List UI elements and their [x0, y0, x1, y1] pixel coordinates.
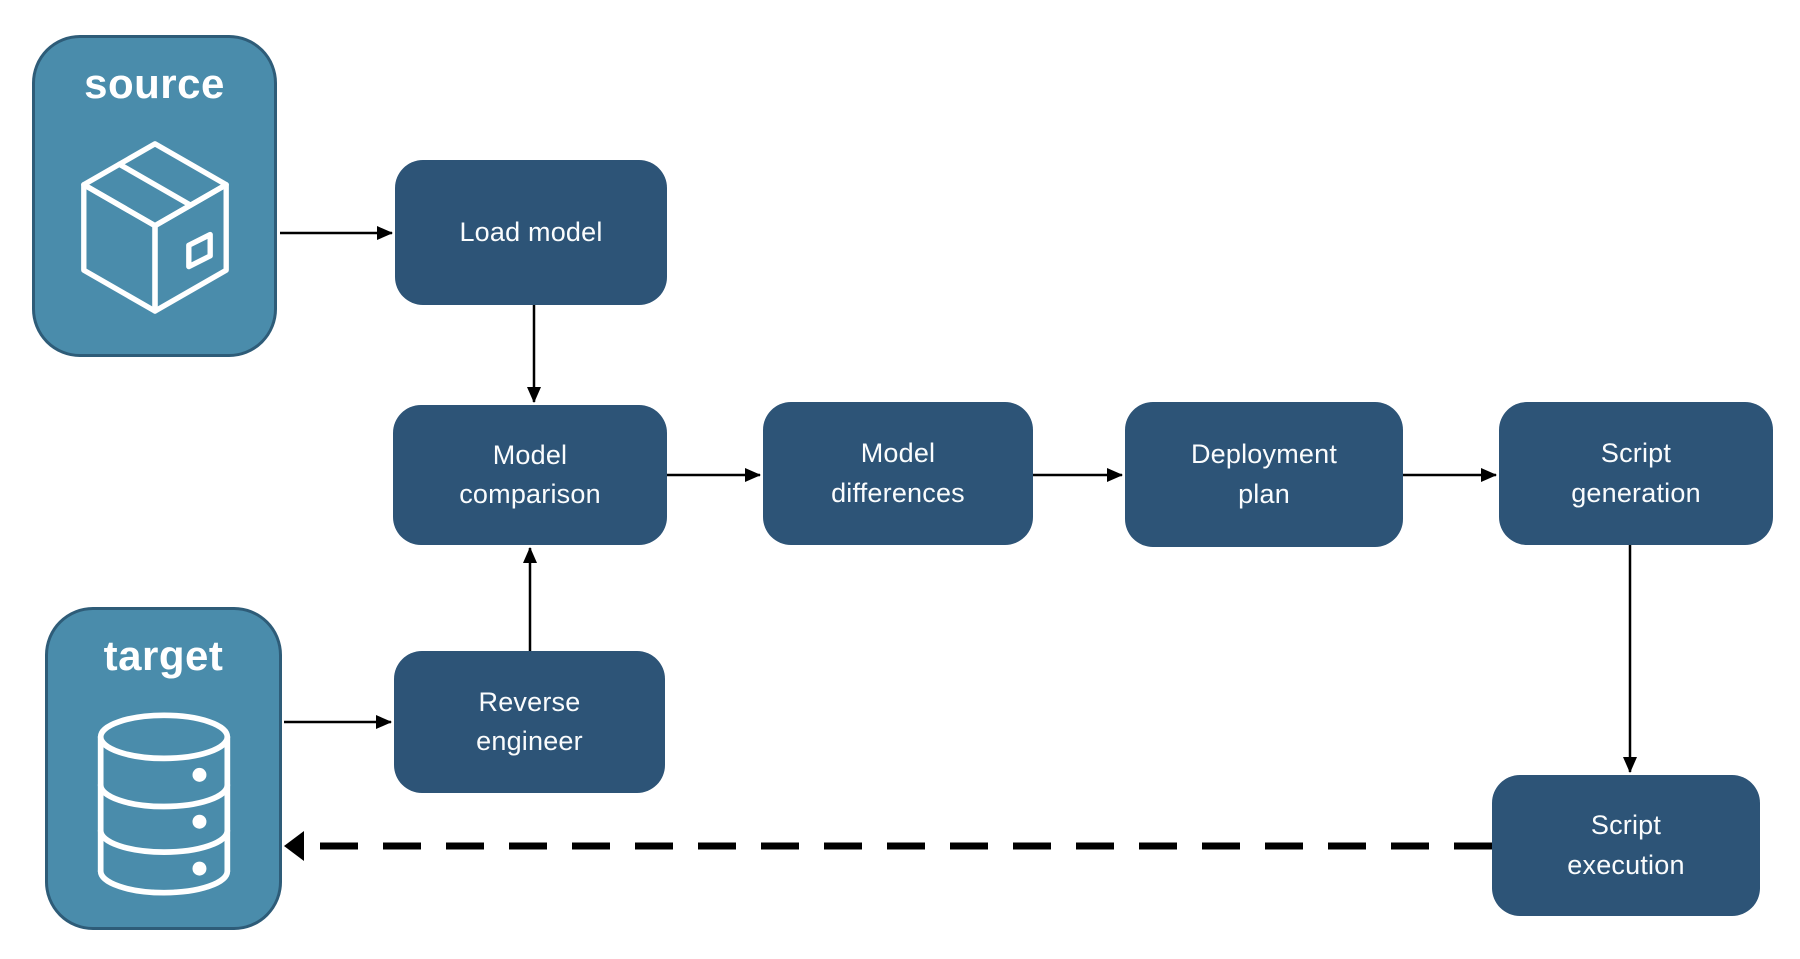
- node-reverse-engineer-label: Reverse engineer: [476, 686, 583, 756]
- node-load-model: Load model: [395, 160, 667, 305]
- source-label: source: [84, 60, 225, 107]
- database-icon: [48, 680, 279, 927]
- node-script-generation-label: Script generation: [1571, 438, 1701, 508]
- package-icon: [35, 108, 274, 354]
- target-label: target: [103, 632, 224, 679]
- node-model-differences: Model differences: [763, 402, 1033, 545]
- node-load-model-label: Load model: [459, 216, 603, 247]
- node-deployment-plan: Deployment plan: [1125, 402, 1403, 547]
- node-model-differences-label: Model differences: [831, 438, 965, 508]
- node-script-execution: Script execution: [1492, 775, 1760, 916]
- source-box: source: [32, 35, 277, 357]
- node-script-execution-label: Script execution: [1567, 810, 1685, 880]
- node-model-comparison: Model comparison: [393, 405, 667, 545]
- node-script-generation: Script generation: [1499, 402, 1773, 545]
- arrow-script-execution-to-target-head: [284, 831, 304, 861]
- node-model-comparison-label: Model comparison: [459, 439, 601, 509]
- target-box: target: [45, 607, 282, 930]
- node-reverse-engineer: Reverse engineer: [394, 651, 665, 793]
- node-deployment-plan-label: Deployment plan: [1190, 439, 1338, 509]
